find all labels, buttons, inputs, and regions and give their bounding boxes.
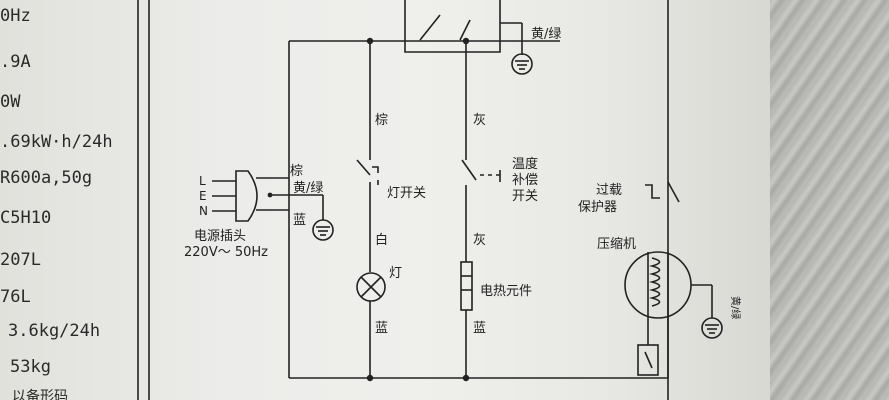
wire-color-label: 黄/绿 (729, 296, 742, 319)
lamp-symbol (356, 272, 386, 302)
wire-color-label: 黄/绿 (531, 27, 561, 42)
lamp-symbol (360, 276, 382, 298)
compensation-switch-label: 补偿 (512, 173, 538, 188)
plug-body (235, 170, 258, 222)
spec-line: R600a,50g (0, 168, 93, 188)
ground-icon (511, 53, 533, 75)
lamp-switch-actuator (372, 166, 379, 173)
overload-label: 过载 (596, 183, 622, 198)
spec-line: 53kg (10, 357, 51, 377)
heater-label: 电热元件 (480, 284, 532, 299)
wiring-label-sheet: 0Hz .9A 0W .69kW·h/24h R600a,50g C5H10 2… (0, 0, 770, 400)
wire-color-label: 棕 (375, 113, 388, 128)
plug-pin-label: L (199, 174, 206, 188)
compressor-label: 压缩机 (597, 236, 636, 252)
compressor-coil (648, 257, 661, 307)
spec-column: 0Hz .9A 0W .69kW·h/24h R600a,50g C5H10 2… (0, 0, 140, 400)
lamp-switch-blade (356, 159, 371, 176)
spec-line: 207L (0, 250, 41, 270)
spec-line: 0Hz (0, 6, 31, 26)
junction-dot (267, 192, 273, 198)
thermostat-contact (459, 19, 471, 41)
ptc-starter-symbol (637, 344, 659, 376)
spec-line: 76L (0, 287, 31, 307)
spec-line: C5H10 (0, 208, 52, 228)
spec-line: .69kW·h/24h (0, 132, 113, 152)
plug-title: 电源插头 (194, 229, 246, 244)
junction-dot (462, 374, 470, 382)
wire-color-label: 白 (375, 232, 388, 248)
wire-color-label: 蓝 (473, 321, 486, 336)
spec-line: 以备形码 (12, 389, 68, 400)
wire-color-label: 黄/绿 (293, 181, 323, 196)
spec-line: .9A (0, 52, 31, 72)
overload-actuator (645, 184, 660, 199)
heater-element-symbol (460, 261, 473, 311)
thermostat-box (404, 0, 501, 53)
lamp-label: 灯 (389, 266, 402, 281)
plug-rating: 220V～ 50Hz (184, 245, 268, 260)
compensation-switch-label: 开关 (512, 189, 538, 204)
wire-color-label: 灰 (473, 113, 486, 128)
overload-label: 保护器 (578, 200, 617, 215)
ptc-starter-symbol (644, 351, 653, 369)
plug-pin-label: E (199, 189, 207, 203)
wire-color-label: 灰 (473, 233, 486, 248)
wire-color-label: 蓝 (375, 321, 388, 336)
metal-surface (768, 0, 889, 400)
ground-icon (701, 317, 723, 339)
wire-color-label: 蓝 (293, 213, 306, 228)
wiring-diagram: L E N 电源插头 220V～ 50Hz 棕 黄/绿 蓝 棕 灯开关 白 灯 … (137, 0, 742, 400)
wire-color-label: 棕 (290, 164, 303, 179)
junction-dot (366, 37, 374, 45)
compensation-switch-blade (461, 159, 477, 181)
plug-pin-label: N (199, 204, 208, 218)
junction-dot (366, 374, 374, 382)
spec-line: 3.6kg/24h (8, 321, 101, 341)
spec-line: 0W (0, 92, 21, 112)
thermostat-contact (419, 14, 441, 41)
junction-dot (462, 37, 470, 45)
lamp-switch-label: 灯开关 (387, 186, 426, 201)
ground-icon (312, 219, 334, 241)
overload-contact (667, 181, 680, 203)
compensation-switch-label: 温度 (512, 156, 538, 172)
